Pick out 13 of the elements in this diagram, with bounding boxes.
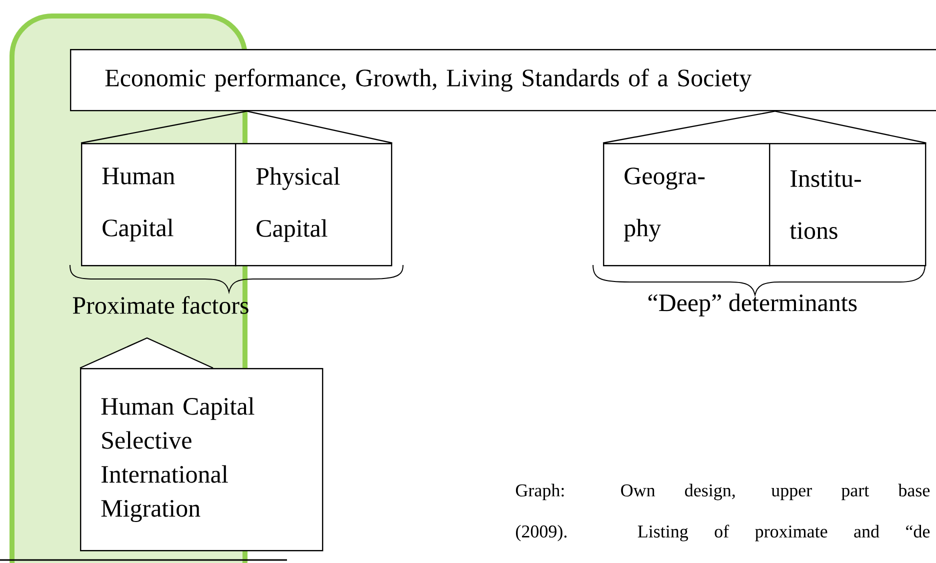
roof-line — [602, 110, 776, 144]
text-box: Physical Capital — [235, 143, 392, 266]
group-label: “Deep” determinants — [648, 294, 857, 316]
text-box: Economic performance, Growth, Living Standards of a Society — [70, 49, 936, 112]
caption-line: (2009). Listing of proximate and “de — [516, 524, 930, 542]
text-box: Human Capital — [81, 143, 236, 266]
text-box: Geogra- phy — [603, 143, 770, 266]
text-box: Institu- tions — [769, 143, 926, 266]
roof-line — [774, 110, 926, 144]
group-label: Proximate factors — [72, 296, 248, 314]
roof-line — [246, 110, 392, 144]
caption-line: Graph: Own design, upper part base — [516, 484, 930, 500]
roof-line — [80, 110, 248, 144]
